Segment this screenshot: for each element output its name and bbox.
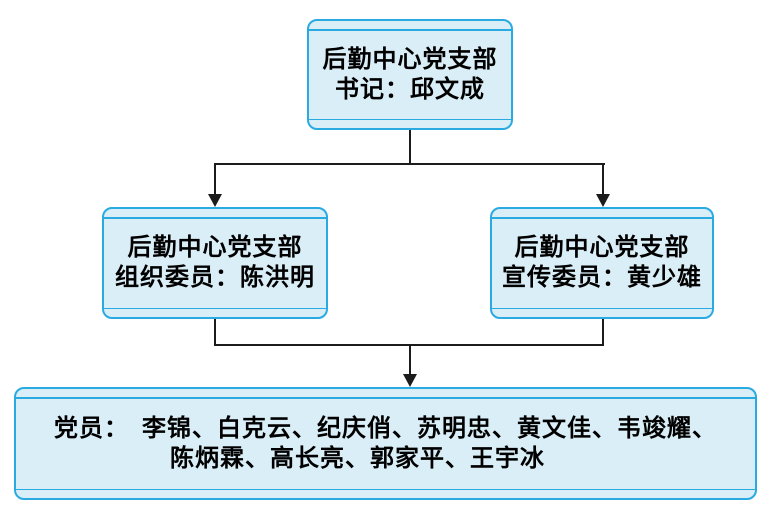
- arrowhead-organizer-icon: [208, 194, 222, 207]
- node-accent-line-bottom: [492, 307, 712, 309]
- node-accent-line-top: [104, 217, 326, 219]
- connector-publicist-stem: [602, 319, 604, 346]
- node-accent-line-bottom: [16, 488, 755, 490]
- node-publicist-person: 宣传委员：黄少雄: [502, 264, 702, 291]
- node-organizer: 后勤中心党支部 组织委员：陈洪明: [102, 207, 328, 319]
- node-accent-line-bottom: [104, 307, 326, 309]
- node-organizer-title: 后勤中心党支部: [127, 234, 303, 261]
- connector-organizer-stem: [214, 319, 216, 346]
- node-publicist-title: 后勤中心党支部: [514, 234, 690, 261]
- connector-top-horizontal: [214, 163, 605, 165]
- node-organizer-person: 组织委员：陈洪明: [115, 264, 315, 291]
- arrowhead-publicist-icon: [596, 194, 610, 207]
- connector-to-members: [409, 344, 411, 375]
- node-publicist: 后勤中心党支部 宣传委员：黄少雄: [490, 207, 714, 319]
- connector-to-organizer: [214, 163, 216, 196]
- node-accent-line-top: [309, 29, 511, 31]
- connector-to-publicist: [602, 163, 604, 196]
- node-members-list-line1: 党员： 李锦、白克云、纪庆俏、苏明忠、黄文佳、韦竣耀、: [54, 414, 717, 442]
- arrowhead-members-icon: [403, 374, 417, 387]
- connector-secretary-stem: [409, 130, 411, 165]
- node-accent-line-bottom: [309, 118, 511, 120]
- node-members-list-line2: 陈炳霖、高长亮、郭家平、王宇冰: [170, 444, 545, 472]
- node-accent-line-top: [16, 397, 755, 399]
- node-members: 党员： 李锦、白克云、纪庆俏、苏明忠、黄文佳、韦竣耀、 陈炳霖、高长亮、郭家平、…: [14, 387, 757, 500]
- node-secretary-person: 书记：邱文成: [335, 75, 485, 103]
- node-accent-line-top: [492, 217, 712, 219]
- node-secretary: 后勤中心党支部 书记：邱文成: [307, 19, 513, 130]
- node-secretary-title: 后勤中心党支部: [322, 45, 498, 73]
